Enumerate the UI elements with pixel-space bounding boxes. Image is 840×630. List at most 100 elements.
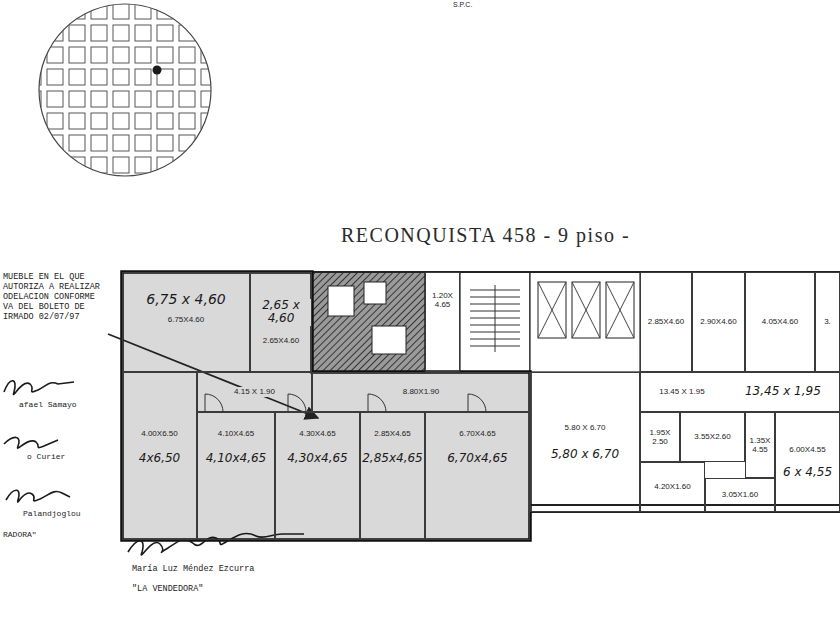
- room-fill: [275, 412, 360, 540]
- room: 2.85X4.60: [640, 272, 692, 372]
- room-fill: [122, 272, 250, 372]
- room-fill: [680, 412, 745, 462]
- signatory-name: afael Samayo: [18, 400, 110, 410]
- room-fill: [425, 412, 530, 540]
- room: 1.20X 4.65: [425, 272, 460, 372]
- elevator-car: [606, 282, 634, 338]
- handwritten-dimension: 5,80 x 6,70: [550, 448, 620, 462]
- room-fill: [640, 372, 840, 412]
- signatory-name: María Luz Méndez Ezcurra: [131, 564, 353, 575]
- handwritten-dimension: 6,75 x 4,60: [145, 291, 227, 307]
- room: 2.85X4.652,85x4,65: [360, 412, 425, 540]
- room: 4.05X4.60: [745, 272, 815, 372]
- room-fill: [360, 412, 425, 540]
- room: 4.15 X 1.90: [197, 372, 312, 412]
- stair-steps: [470, 285, 520, 352]
- signatory-name: o Curier: [26, 452, 108, 462]
- elevator-cross: [538, 282, 566, 338]
- room-fill: [745, 412, 775, 478]
- room: 6.70X4.65 6,70x4,65: [425, 412, 530, 540]
- authorization-note: MUEBLE EN EL QUE AUTORIZA A REALIZAR ODE…: [2, 272, 104, 322]
- room: 2.90X4.60: [692, 272, 745, 372]
- room-fill: [122, 372, 197, 540]
- room-dimension: 13.45 X 1.95: [658, 387, 705, 396]
- room-fill: [250, 272, 312, 372]
- door-swing: [468, 394, 486, 412]
- room-dimension: 3.: [823, 317, 832, 326]
- callout-arrow: [108, 334, 318, 418]
- room-dimension: 4.30X4.65: [298, 429, 336, 438]
- toilet-fixture: [328, 286, 354, 316]
- elevator-cross: [606, 282, 634, 338]
- room: 4.20X1.60: [640, 462, 705, 512]
- elevators: [530, 272, 640, 372]
- room: 2,65 x 4,60 2.65X4.60: [250, 272, 312, 372]
- sold-unit-outline: [122, 272, 530, 540]
- location-map: [38, 3, 213, 178]
- signatory-role: "LA VENDEDORA": [131, 584, 293, 595]
- toilet-block: [312, 272, 425, 372]
- room-dimension: 5.80 X 6.70: [564, 423, 607, 432]
- room-dimension: 3.05X1.60: [721, 490, 759, 499]
- room-fill: [530, 372, 640, 512]
- room-fill: [425, 272, 460, 372]
- room: 1.95X 2.50: [640, 412, 680, 462]
- toilet-fixture: [372, 326, 406, 354]
- room: 4.10X4.65 4,10x4,65: [197, 412, 275, 540]
- location-dot: [153, 66, 162, 75]
- stair-well: [460, 272, 530, 372]
- handwritten-dimension: 6 x 4,55: [782, 466, 833, 480]
- toilet-core: [312, 272, 425, 372]
- room-fill: [312, 372, 530, 412]
- room-dimension: 8.80X1.90: [402, 387, 440, 396]
- street-grid: [38, 3, 213, 178]
- signature: [4, 381, 74, 395]
- room-fills: [122, 272, 840, 540]
- room: 13.45 X 1.95 13,45 x 1,95: [640, 372, 840, 412]
- signature: [128, 534, 304, 556]
- door-swing: [368, 394, 386, 412]
- room-fill: [197, 372, 312, 412]
- room-dimension: 1.20X 4.65: [426, 291, 459, 309]
- handwritten-dimension: 4x6,50: [138, 452, 181, 466]
- handwritten-dimension: 4,30x4,65: [286, 452, 349, 466]
- signature: [4, 437, 58, 448]
- handwritten-dimension: 4,10x4,65: [205, 452, 268, 466]
- room: 8.80X1.90: [312, 372, 530, 412]
- room: 4.30X4.65 4,30x4,65: [275, 412, 360, 540]
- room-dimension: 6.70X4.65: [458, 429, 496, 438]
- room: 3.: [815, 272, 840, 372]
- outer-wall: [122, 272, 840, 540]
- elevator-car: [538, 282, 566, 338]
- room-dimension: 6.00X4.55: [788, 445, 826, 454]
- room-fill: [745, 272, 815, 372]
- handwritten-dimension: 2,85x4,65: [361, 452, 424, 466]
- room-fill: [692, 272, 745, 372]
- room-dimension: 4.00X6.50: [140, 429, 178, 438]
- elevator-hall: [530, 272, 640, 372]
- room: 3.55X2.60: [680, 412, 745, 462]
- room-fill: [775, 412, 840, 512]
- room: 3.05X1.60: [705, 478, 775, 512]
- room-dimension: 4.10X4.65: [217, 429, 255, 438]
- room: 1.35X 4.55: [745, 412, 775, 478]
- elevator-car: [572, 282, 600, 338]
- handwritten-dimension: 13,45 x 1,95: [744, 385, 822, 399]
- room-dimension: 2.65X4.60: [262, 336, 300, 345]
- room-dimension: 1.35X 4.55: [746, 436, 774, 454]
- signature: [6, 490, 70, 502]
- handwritten-dimension: 2,65 x 4,60: [251, 299, 311, 327]
- room-dimension: 1.95X 2.50: [641, 428, 679, 446]
- room-fill: [815, 272, 840, 372]
- room-fill: [705, 478, 775, 512]
- room-dimension: 2.85X4.60: [647, 317, 685, 326]
- room-dimension: 4.15 X 1.90: [233, 387, 276, 396]
- room: 6.00X4.55 6 x 4,55: [775, 412, 840, 512]
- room: 4.00X6.50 4x6,50: [122, 372, 197, 540]
- handwritten-dimension: 6,70x4,65: [446, 452, 509, 466]
- toilet-fixture: [364, 282, 386, 304]
- staircase: [460, 272, 530, 372]
- signatures: [4, 381, 304, 555]
